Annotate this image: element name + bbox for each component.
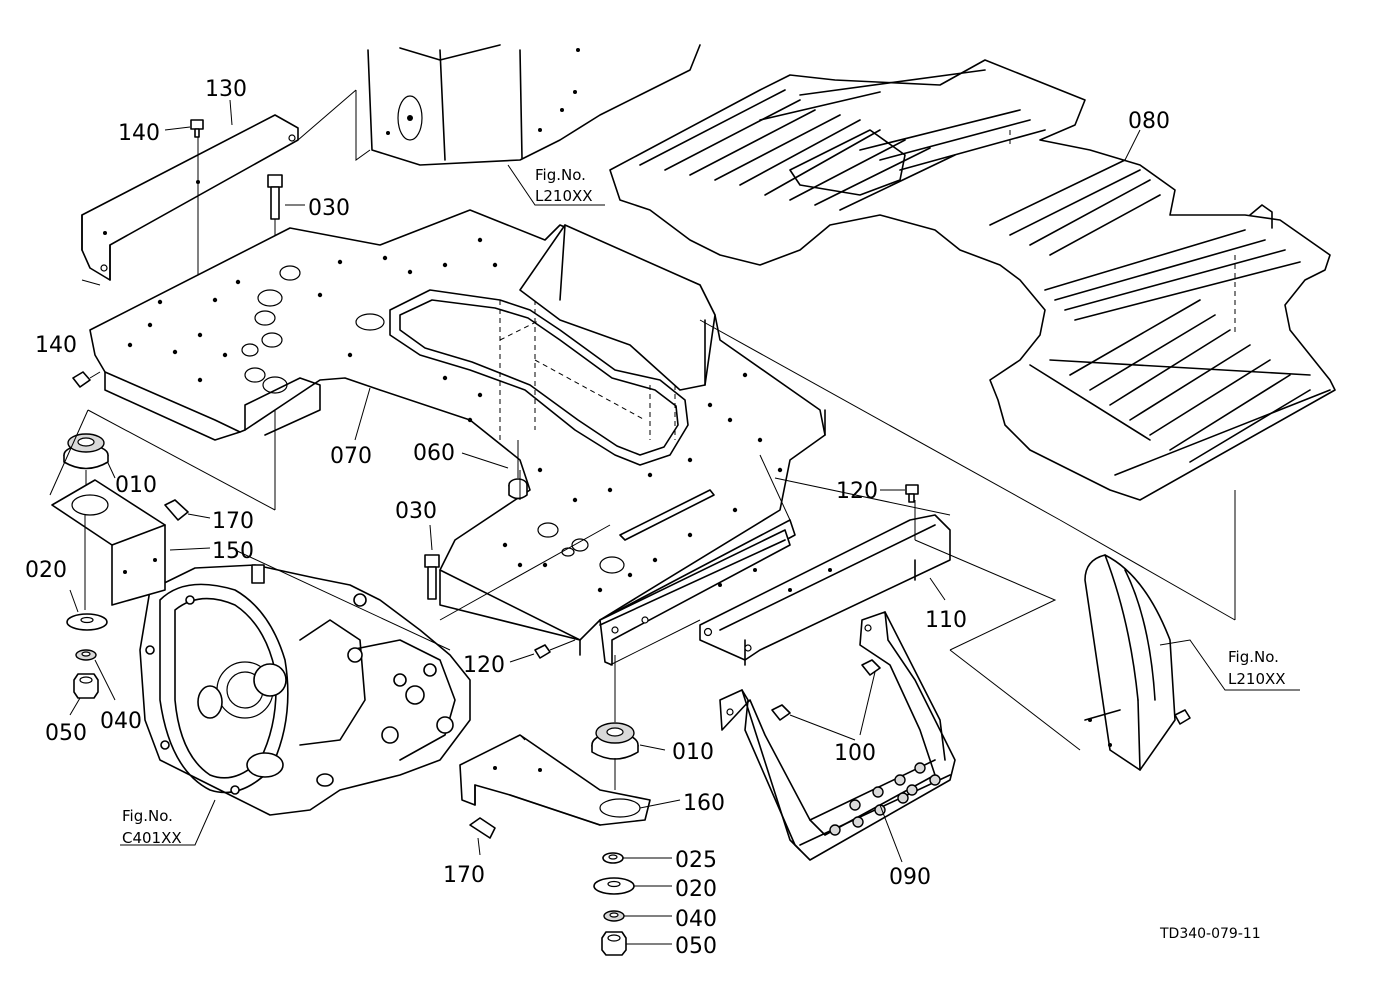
label-070: 070 bbox=[330, 444, 372, 469]
label-090: 090 bbox=[889, 865, 931, 890]
fig-ref-l210-top-line1: Fig.No. bbox=[535, 166, 586, 184]
label-110: 110 bbox=[925, 608, 967, 633]
isolator-010-top bbox=[63, 433, 109, 500]
isolator-010-lower bbox=[591, 655, 639, 790]
bracket-160 bbox=[459, 734, 651, 826]
label-140-left: 140 bbox=[35, 333, 77, 358]
label-120-lower: 120 bbox=[463, 653, 505, 678]
bolts-100 bbox=[771, 659, 881, 741]
washer-020-lower bbox=[593, 877, 635, 895]
floor-plate-070 bbox=[89, 209, 826, 656]
fig-ref-l210-top: Fig.No. L210XX bbox=[535, 166, 593, 205]
steering-column-housing bbox=[355, 44, 701, 206]
isolator-060 bbox=[508, 440, 528, 500]
fig-ref-c401-line2: C401XX bbox=[122, 829, 182, 847]
washer-020-left bbox=[66, 613, 108, 631]
label-170-top: 170 bbox=[212, 509, 254, 534]
washer-040-lower bbox=[603, 910, 625, 922]
label-100: 100 bbox=[834, 741, 876, 766]
drawing-code: TD340-079-11 bbox=[1159, 926, 1261, 942]
cover-bracket-130 bbox=[81, 89, 357, 281]
fig-ref-l210-right: Fig.No. L210XX bbox=[1228, 648, 1286, 688]
label-040-lower: 040 bbox=[675, 907, 717, 932]
label-020-left: 020 bbox=[25, 558, 67, 583]
label-020-lower: 020 bbox=[675, 877, 717, 902]
fender bbox=[1084, 490, 1300, 771]
bolt-170-top bbox=[164, 499, 211, 521]
fig-ref-c401: Fig.No. C401XX bbox=[122, 807, 182, 847]
label-160: 160 bbox=[683, 791, 725, 816]
part-labels: 130 140 030 080 140 070 060 010 170 150 … bbox=[25, 77, 1170, 959]
lower-bracket-frame bbox=[599, 529, 791, 666]
bolt-140-left bbox=[72, 371, 101, 388]
label-120-right: 120 bbox=[836, 479, 878, 504]
step-bracket-110 bbox=[699, 500, 951, 666]
washer-040-left bbox=[75, 649, 97, 661]
fig-ref-l210-right-line2: L210XX bbox=[1228, 670, 1286, 688]
washer-025 bbox=[602, 852, 624, 864]
label-040-left: 040 bbox=[100, 709, 142, 734]
nut-050-left bbox=[73, 673, 99, 699]
transmission-housing bbox=[120, 564, 471, 846]
bracket-150 bbox=[51, 479, 166, 610]
floor-mat-080 bbox=[609, 59, 1336, 501]
bolt-120-right bbox=[905, 484, 919, 503]
fig-ref-l210-right-line1: Fig.No. bbox=[1228, 648, 1279, 666]
reference-lines bbox=[49, 279, 1236, 751]
bolt-030-lower bbox=[424, 554, 440, 600]
fig-ref-c401-line1: Fig.No. bbox=[122, 807, 173, 825]
label-050-left: 050 bbox=[45, 721, 87, 746]
label-leaders bbox=[69, 99, 1141, 945]
step-090 bbox=[719, 611, 956, 861]
nut-050-lower bbox=[601, 931, 627, 956]
label-170-lower: 170 bbox=[443, 863, 485, 888]
bolt-170-lower bbox=[469, 817, 496, 856]
label-010-lower: 010 bbox=[672, 740, 714, 765]
label-150: 150 bbox=[212, 539, 254, 564]
bolt-120-lower bbox=[534, 639, 576, 659]
fig-ref-l210-top-line2: L210XX bbox=[535, 187, 593, 205]
label-050-lower: 050 bbox=[675, 934, 717, 959]
label-030-lower: 030 bbox=[395, 499, 437, 524]
label-140-top: 140 bbox=[118, 121, 160, 146]
label-080: 080 bbox=[1128, 109, 1170, 134]
label-060: 060 bbox=[413, 441, 455, 466]
label-030-top: 030 bbox=[308, 196, 350, 221]
plate-bolt-holes bbox=[127, 237, 783, 593]
label-010-top: 010 bbox=[115, 473, 157, 498]
label-130: 130 bbox=[205, 77, 247, 102]
bolt-140-top bbox=[190, 119, 204, 138]
label-025: 025 bbox=[675, 848, 717, 873]
